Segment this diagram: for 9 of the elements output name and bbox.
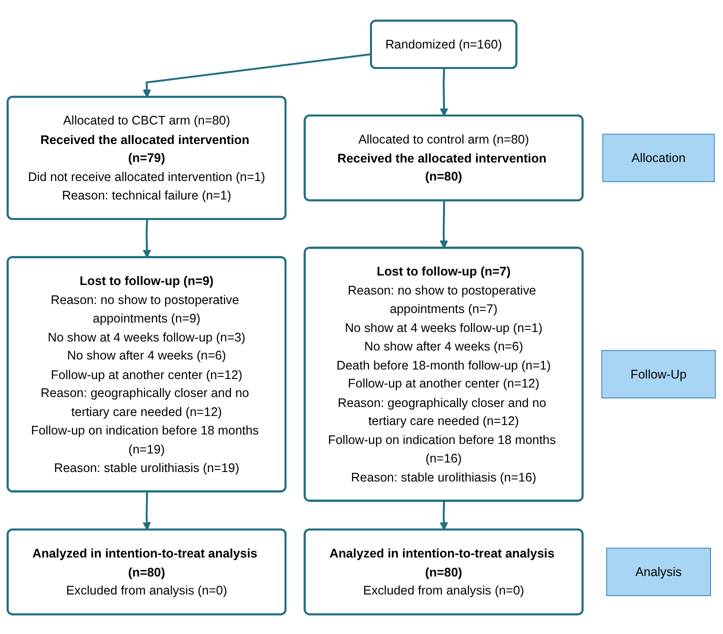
arrow <box>142 218 152 258</box>
node-box: Allocation <box>602 133 715 182</box>
node-box: Follow-Up <box>601 350 716 398</box>
arrow <box>440 200 448 248</box>
arrow <box>142 491 152 530</box>
node-box: Analysis <box>606 547 711 596</box>
arrow <box>440 500 448 530</box>
arrow <box>142 52 372 98</box>
arrow <box>440 68 448 116</box>
